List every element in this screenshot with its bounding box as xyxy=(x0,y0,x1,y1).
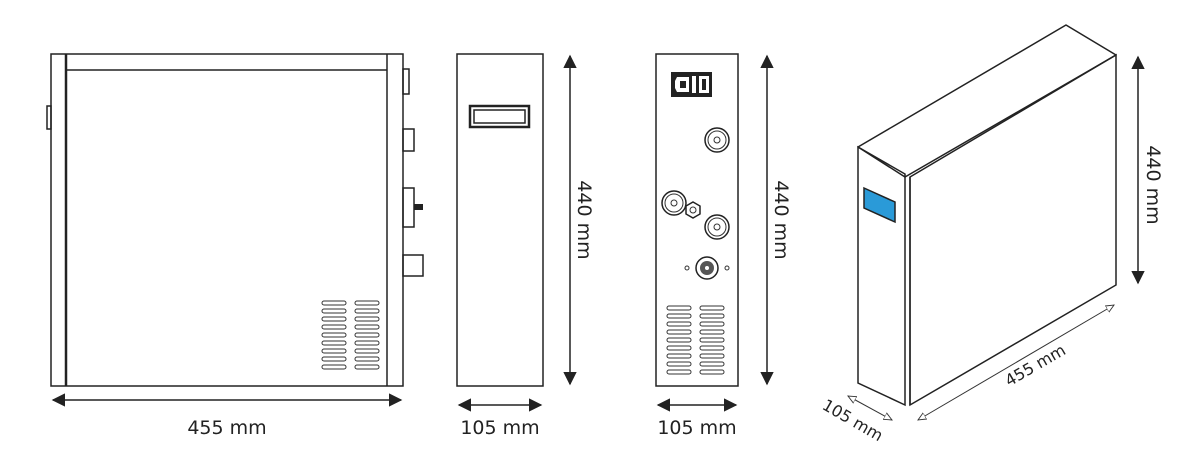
front-tab xyxy=(46,105,52,130)
vent-slot xyxy=(321,332,347,338)
vent-slot xyxy=(321,316,347,322)
width-dimension-arrow xyxy=(848,396,892,420)
side-vents xyxy=(321,300,380,370)
side-view: 455 mm xyxy=(46,53,424,439)
connector-box xyxy=(402,254,424,277)
vent-slot xyxy=(321,308,347,314)
knob-profile xyxy=(414,204,423,210)
display-window xyxy=(468,104,531,129)
vent-slot xyxy=(666,329,692,335)
vent-slot xyxy=(321,300,347,306)
back-height-label: 440 mm xyxy=(770,180,792,259)
iso-front-face xyxy=(857,145,906,407)
vent-slot xyxy=(354,356,380,362)
vent-slot xyxy=(321,348,347,354)
connector-profile xyxy=(402,187,415,228)
vent-slot xyxy=(699,369,725,375)
front-width-label: 105 mm xyxy=(460,417,539,439)
back-vents xyxy=(666,305,725,375)
vent-slot xyxy=(354,348,380,354)
back-view: 440 mm 105 mm xyxy=(655,53,792,439)
vent-slot xyxy=(666,345,692,351)
switch-profile xyxy=(402,68,410,95)
vent-slot xyxy=(666,313,692,319)
vent-slot xyxy=(321,340,347,346)
vent-slot xyxy=(354,300,380,306)
vent-slot xyxy=(699,361,725,367)
iso-top-face xyxy=(857,24,1117,178)
side-width-label: 455 mm xyxy=(187,417,266,439)
vent-slot xyxy=(699,353,725,359)
front-view: 440 mm 105 mm xyxy=(456,53,595,439)
vent-slot xyxy=(666,321,692,327)
side-body xyxy=(50,53,404,387)
vent-slot xyxy=(666,305,692,311)
vent-slot xyxy=(666,337,692,343)
vent-slot xyxy=(321,364,347,370)
round-connector-icon xyxy=(684,256,730,280)
front-body xyxy=(456,53,544,387)
vent-slot xyxy=(699,313,725,319)
back-width-label: 105 mm xyxy=(657,417,736,439)
depth-dimension-arrow xyxy=(918,305,1114,420)
vent-slot xyxy=(666,361,692,367)
iso-display xyxy=(863,186,896,224)
back-body xyxy=(655,53,739,387)
vent-slot xyxy=(354,364,380,370)
vent-slot xyxy=(354,340,380,346)
connector-profile xyxy=(402,128,415,152)
iso-height-label: 440 mm xyxy=(1142,145,1164,224)
connector-icon xyxy=(661,190,687,216)
power-inlet-icon xyxy=(671,72,712,97)
vent-slot xyxy=(354,332,380,338)
vent-slot xyxy=(666,353,692,359)
vent-slot xyxy=(699,321,725,327)
vent-slot xyxy=(321,356,347,362)
vent-slot xyxy=(354,316,380,322)
front-height-label: 440 mm xyxy=(573,180,595,259)
iso-side-face xyxy=(909,53,1117,407)
vent-slot xyxy=(699,337,725,343)
small-nut-icon xyxy=(685,201,701,219)
vent-slot xyxy=(699,305,725,311)
vent-slot xyxy=(321,324,347,330)
iso-width-label: 105 mm xyxy=(819,395,886,445)
vent-slot xyxy=(666,369,692,375)
vent-slot xyxy=(699,345,725,351)
vent-slot xyxy=(354,308,380,314)
connector-icon xyxy=(704,214,730,240)
connector-icon xyxy=(704,127,730,153)
vent-slot xyxy=(354,324,380,330)
isometric-view: 440 mm 455 mm 105 mm xyxy=(819,24,1164,445)
vent-slot xyxy=(699,329,725,335)
